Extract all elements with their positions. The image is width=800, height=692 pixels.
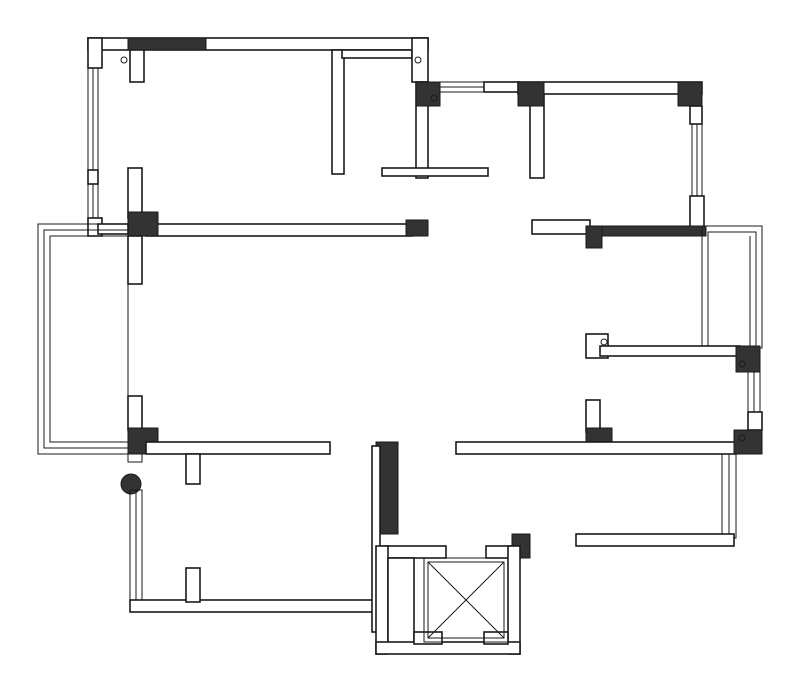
upper-left-room [87,37,429,237]
right-rooms [455,225,763,547]
wall-vertical-left-top [127,167,143,219]
wall-living-top [145,223,413,237]
wall-right-mid-stub [747,411,763,431]
wall-bath-bottom [381,167,489,177]
wall-ur-left [529,93,545,179]
column-ur-bottom [585,225,603,249]
column-left-top [127,211,159,237]
wall-ur-top [517,81,703,95]
wall-vertical-left-mid [127,395,143,431]
bathroom-area [381,81,521,179]
column-right-room2-right [733,429,763,455]
wall-right-upper-room [411,37,429,83]
elevator-shaft-outer [423,557,509,643]
window-left-balcony-inner2 [49,235,129,443]
wall-bath-top-right [483,81,521,93]
wall-left-upper [87,37,103,69]
wall-ur-bottom-left [531,219,591,235]
wall-bottom-stub [185,453,201,485]
wall-core-top-left [383,545,447,559]
lower-left-room [129,489,379,613]
wall-partition-vertical-1 [331,49,345,175]
wall-left-ext-stub [97,223,129,235]
window-right-upper [701,225,763,349]
elevator-shaft [427,561,505,639]
wall-left-stub [87,169,99,185]
column-bath-left [415,81,441,107]
window-left-balcony [37,223,129,455]
column-living-top-right [405,219,429,237]
wall-living-bottom-left [145,441,331,455]
column-ur-left [517,81,545,107]
window-right-upper-inner [707,231,757,349]
wall-core-left-inner [387,557,415,645]
wall-right-room2-bottom [455,441,737,455]
wall-ur-bottom [585,225,707,237]
column-right-room1 [735,345,761,373]
wall-partition-vertical-2 [341,49,413,59]
wall-ur-right-stub [689,105,703,125]
wall-ur-right-lower [689,195,705,229]
wall-right-room1-bottom [599,345,741,357]
wall-stub-under-top [129,49,145,83]
wall-vertical-left-lower [127,235,143,285]
wall-lower-left-stub [185,567,201,603]
wall-core-left [375,545,389,655]
wall-right-bottom [575,533,735,547]
wall-lower-left-bottom [129,599,379,613]
pipe-marker [120,473,142,495]
elevator-cross-2 [427,561,505,639]
column-top-left [127,37,207,51]
upper-right-room [517,81,707,249]
window-left-balcony-inner [43,229,129,449]
living-room [37,167,429,495]
stair-core [371,441,531,655]
column-ur-right [677,81,703,107]
wall-right-room2-left [585,399,601,433]
wall-core-right [507,545,521,655]
